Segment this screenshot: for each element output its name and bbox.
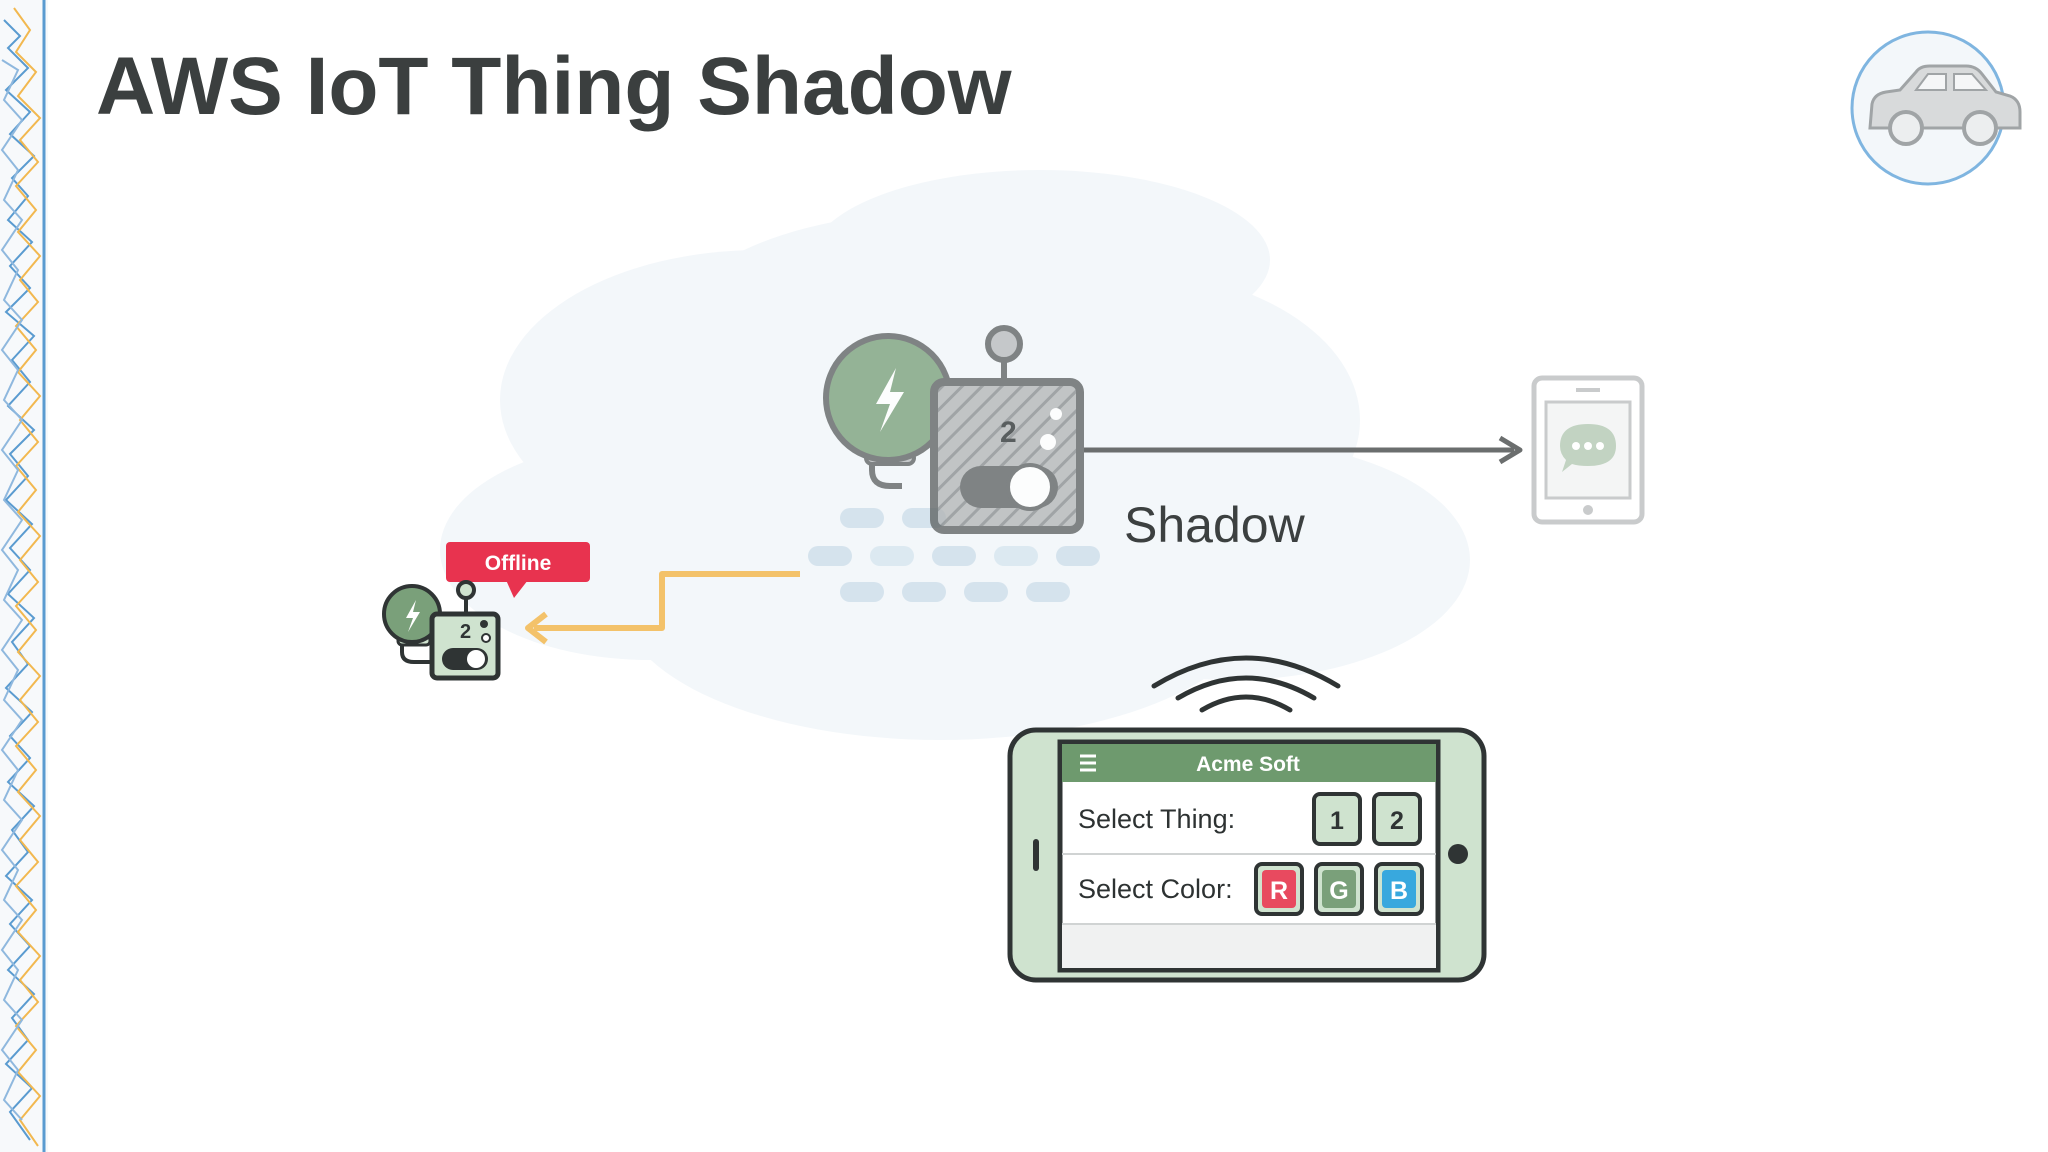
color-button-r-label: R [1270,877,1288,905]
color-button-g-label: G [1329,877,1348,905]
select-thing-label: Select Thing: [1078,804,1235,834]
shadow-data-blocks [808,508,1100,602]
thing-button-1[interactable]: 1 [1312,792,1362,846]
thing-button-2-label: 2 [1390,807,1404,835]
lightning-bolt-icon [382,584,442,664]
hamburger-icon[interactable] [1080,754,1096,772]
app-title: Acme Soft [1196,753,1300,776]
pending-update-arrow [525,571,800,645]
physical-device: 2 [382,580,501,681]
offline-badge-label: Offline [485,552,552,575]
color-button-b-label: B [1390,877,1408,905]
wifi-signal-icon [1151,655,1341,713]
chat-bubble-icon [1560,424,1616,472]
tablet-device [1531,375,1645,525]
thing-button-1-label: 1 [1330,807,1344,835]
thing-button-2[interactable]: 2 [1372,792,1422,846]
shadow-device: 2 [823,325,1084,534]
shadow-sync-arrow [1084,435,1523,465]
offline-badge: Offline [446,542,590,598]
color-button-g[interactable]: G [1314,862,1364,916]
shadow-device-number: 2 [1000,416,1017,449]
select-color-label: Select Color: [1078,874,1233,904]
phone-app: Acme Soft Select Thing: 1 2 Select Color… [1007,727,1487,983]
slide-title: AWS IoT Thing Shadow [96,41,1012,132]
car-icon [1850,30,2022,186]
color-button-b[interactable]: B [1374,862,1424,916]
color-button-r[interactable]: R [1254,862,1304,916]
device-number: 2 [460,621,471,643]
shadow-label: Shadow [1124,497,1306,553]
decorative-circuit-strip [0,0,48,1152]
